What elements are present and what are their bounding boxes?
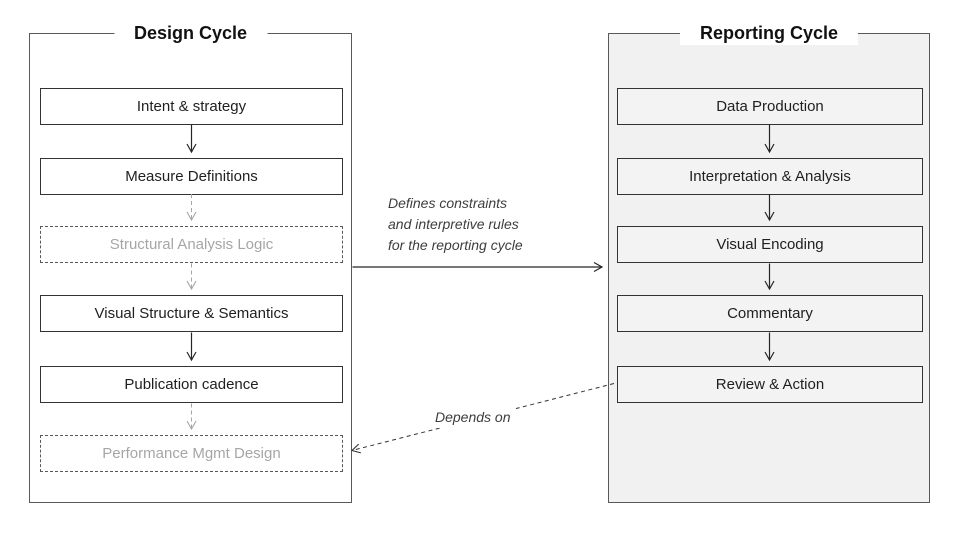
design-box-measure-definitions: Measure Definitions [40, 158, 343, 195]
design-cycle-container: Design Cycle Intent & strategy Measure D… [29, 21, 352, 503]
reporting-box-interpretation-analysis: Interpretation & Analysis [617, 158, 923, 195]
design-box-publication-cadence: Publication cadence [40, 366, 343, 403]
design-cycle-title: Design Cycle [113, 21, 268, 45]
reporting-box-visual-encoding: Visual Encoding [617, 226, 923, 263]
design-box-visual-structure-semantics: Visual Structure & Semantics [40, 295, 343, 332]
design-box-intent-strategy: Intent & strategy [40, 88, 343, 125]
design-box-performance-mgmt-design: Performance Mgmt Design [40, 435, 343, 472]
design-box-structural-analysis-logic: Structural Analysis Logic [40, 226, 343, 263]
reporting-box-data-production: Data Production [617, 88, 923, 125]
reporting-box-review-action: Review & Action [617, 366, 923, 403]
defines-annotation-line-1: Defines constraints [388, 195, 508, 211]
reporting-cycle-title: Reporting Cycle [679, 21, 859, 45]
depends-on-annotation: Depends on [430, 407, 516, 428]
reporting-cycle-container: Reporting Cycle Data Production Interpre… [608, 21, 930, 503]
defines-annotation-line-2: and interpretive rules [388, 216, 519, 232]
defines-annotation-line-3: for the reporting cycle [388, 237, 523, 253]
reporting-box-commentary: Commentary [617, 295, 923, 332]
defines-constraints-annotation: Defines constraints and interpretive rul… [388, 193, 523, 256]
